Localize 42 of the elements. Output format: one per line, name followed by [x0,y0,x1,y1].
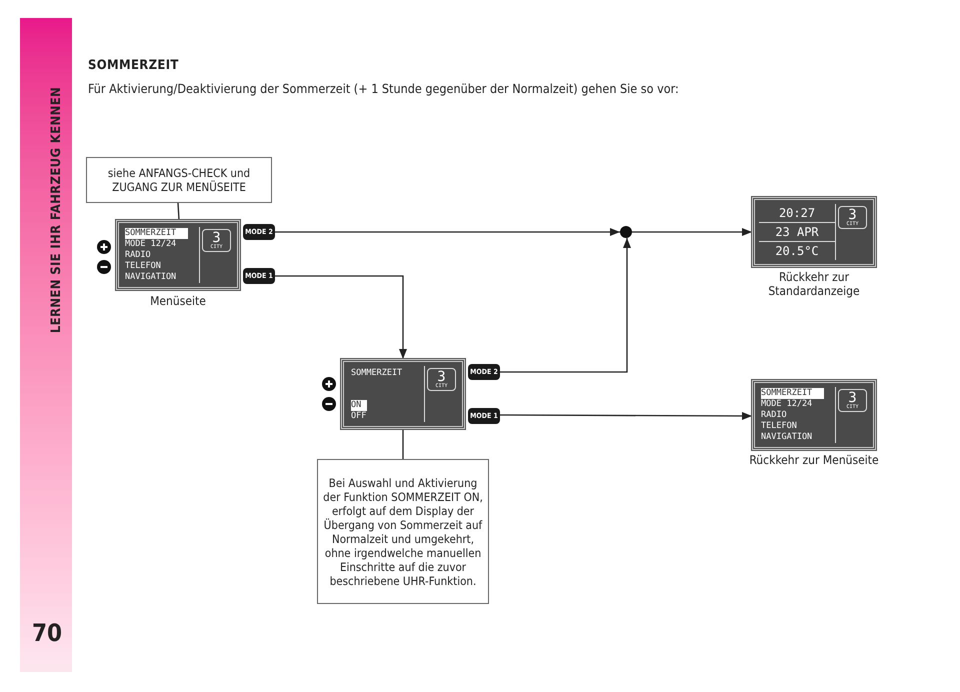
arrow [500,238,631,373]
node-label: Rückkehr zur Menüseite [749,453,879,467]
node-label: Rückkehr zur Standardanzeige [767,270,861,298]
section-heading: LERNEN SIE IHR FAHRZEUG KENNEN [48,86,66,334]
note-text: Bei Auswahl und Aktivierung der Funktion SOMMERZEIT ON, erfolgt auf dem Display der Übergang von Sommerzeit auf Normalzeit und umgekehrt, ohne irgendwelche manuellen Einschritte auf die zuvor beschriebene UHR-Funktion. [322,476,484,588]
node-label: Menüseite [150,294,206,308]
channel-number: 3 [848,391,857,405]
arrow [632,228,752,236]
selected-menu-item: SOMMERZEIT [761,388,824,399]
menu-item: RADIO [125,250,151,261]
display-text: OFF [351,411,366,422]
connector-line [177,202,180,220]
arrow [275,228,620,236]
display-text: 20.5°C [775,243,819,260]
channel-number: 3 [212,231,221,245]
display-text: 23 APR [775,224,819,241]
selected-menu-item: SOMMERZEIT [125,228,188,239]
title: SOMMERZEIT [88,57,179,75]
arrow [275,275,407,359]
display-text: 20:27 [778,205,816,222]
menu-item: MODE 12/24 [761,399,812,410]
display-screen [116,220,240,290]
menu-item: TELEFON [761,421,797,432]
page-number: 70 [32,618,62,649]
menu-item: NAVIGATION [761,432,812,443]
menu-item: NAVIGATION [125,272,176,283]
menu-item: TELEFON [125,261,161,272]
note-box [317,459,489,604]
menu-item: RADIO [761,410,787,421]
connector-line [402,429,404,459]
note-text: siehe ANFANGS-CHECK und ZUGANG ZUR MENÜSEITE [106,166,252,194]
arrow [500,412,752,420]
intro-text: Für Aktivierung/Deaktivierung der Sommerzeit (+ 1 Stunde gegenüber der Normalzeit) gehen Sie so vor: [88,80,679,98]
display-screen [341,359,465,429]
selected-option: ON [351,400,368,411]
display-text: SOMMERZEIT [351,368,402,379]
channel-number: 3 [848,208,857,222]
display-screen [752,197,876,267]
display-screen [752,380,876,450]
note-box [86,157,272,203]
channel-number: 3 [437,370,446,384]
menu-item: MODE 12/24 [125,239,176,250]
